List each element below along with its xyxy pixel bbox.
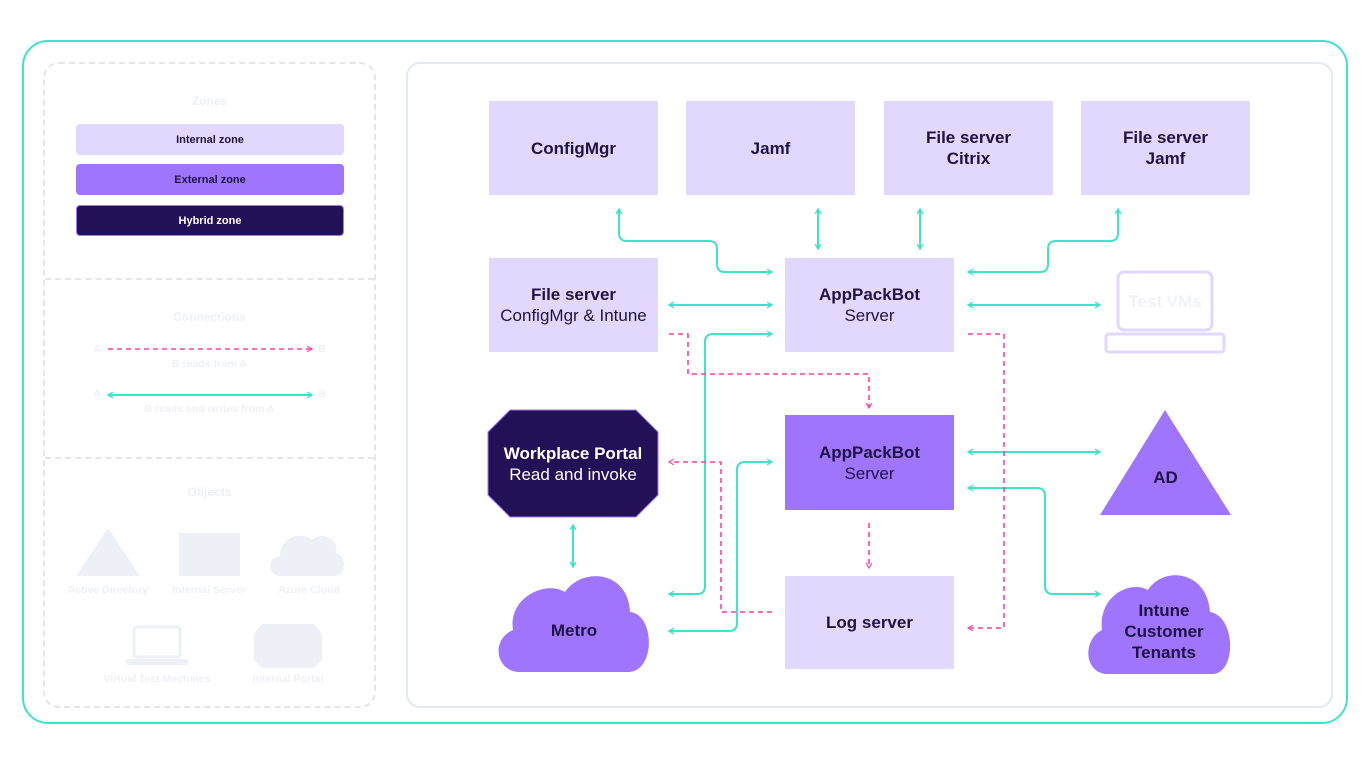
- legend-octagon-shape: [254, 624, 322, 668]
- legend-internal-server-label: Internal Server: [172, 584, 246, 596]
- read-apb-to-log: [966, 333, 1005, 632]
- intune-title: Intune: [1138, 600, 1190, 620]
- jamf-title: Jamf: [750, 138, 791, 158]
- file-server-configmgr-intune-title: File server: [530, 285, 617, 304]
- ad-node: AD: [1100, 455, 1231, 499]
- legend-azure-cloud-label: Azure Cloud: [278, 584, 340, 596]
- apppackbot-internal-node: AppPackBot Server: [785, 258, 954, 352]
- legend-laptop-shape: [132, 625, 182, 659]
- intune-cloud-shape: [1088, 575, 1231, 674]
- log-server-node: Log server: [785, 576, 954, 669]
- legend-active-directory-label: Active Directory: [67, 584, 149, 596]
- readwrite-from-label: A: [93, 388, 101, 400]
- intune-subtitle-1: Customer: [1124, 621, 1204, 641]
- workplace-portal-shape: [487, 409, 659, 518]
- readwrite-connection-caption: B reads and writes from A: [144, 403, 275, 415]
- zones-title: Zones: [191, 94, 228, 108]
- read-connection-caption: B reads from A: [172, 358, 247, 370]
- metro-cloud-shape: [498, 576, 649, 672]
- ad-title: AD: [1153, 467, 1178, 487]
- configmgr-title: ConfigMgr: [531, 138, 616, 158]
- apppackbot-internal-subtitle: Server: [844, 306, 895, 325]
- legend-triangle-shape: [76, 528, 140, 576]
- apppackbot-external-subtitle: Server: [844, 463, 895, 483]
- read-fscm-to-apbext: [669, 333, 873, 410]
- connector-configmgr-apb: [619, 209, 772, 272]
- apppackbot-external-node: AppPackBot Server: [785, 415, 954, 510]
- legend-virtual-test-machines-label: Virtual Test Machines: [103, 673, 211, 685]
- intune-node: Intune Customer Tenants: [1090, 598, 1238, 664]
- apppackbot-internal-title: AppPackBot: [818, 285, 921, 304]
- apppackbot-external-title: AppPackBot: [818, 442, 921, 462]
- workplace-portal-title: Workplace Portal: [503, 443, 643, 463]
- diagram-panel: [406, 62, 1333, 708]
- test-vms-laptop-base: [1104, 332, 1226, 354]
- readwrite-to-label: B: [318, 388, 326, 400]
- file-server-jamf-subtitle: Jamf: [1145, 149, 1186, 168]
- file-server-citrix-title: File server: [925, 128, 1012, 147]
- file-server-jamf-title: File server: [1122, 128, 1209, 147]
- connector-apbext-metro: [669, 462, 772, 631]
- legend-divider: [45, 278, 374, 280]
- connections-title: Connections: [173, 310, 246, 324]
- legend-server-shape: [179, 533, 240, 576]
- file-server-citrix-subtitle: Citrix: [946, 149, 991, 168]
- workplace-portal-subtitle: Read and invoke: [509, 464, 637, 484]
- file-server-configmgr-intune-node: File server ConfigMgr & Intune: [489, 258, 658, 352]
- legend-laptop-base: [126, 659, 188, 665]
- test-vms-laptop-screen: [1116, 270, 1214, 332]
- file-server-jamf-node: File server Jamf: [1081, 101, 1250, 195]
- test-vms-label: Test VMs: [1128, 292, 1202, 311]
- hybrid-zone-swatch: Hybrid zone: [76, 205, 344, 236]
- read-to-label: B: [318, 343, 326, 355]
- configmgr-node: ConfigMgr: [489, 101, 658, 195]
- intune-subtitle-2: Tenants: [1132, 642, 1196, 662]
- ad-triangle-shape: [1100, 410, 1231, 515]
- connector-fsjamf-apb: [968, 209, 1118, 272]
- outer-frame: [22, 40, 1348, 724]
- metro-node: Metro: [498, 612, 650, 648]
- objects-title: Objects: [187, 485, 232, 499]
- legend-divider: [45, 457, 374, 459]
- metro-title: Metro: [550, 620, 598, 640]
- file-server-configmgr-intune-subtitle: ConfigMgr & Intune: [500, 306, 647, 325]
- read-log-to-portal: [667, 458, 772, 613]
- jamf-node: Jamf: [686, 101, 855, 195]
- workplace-portal-node: Workplace Portal Read and invoke: [488, 410, 658, 517]
- legend-cloud-shape: [270, 535, 345, 576]
- log-server-title: Log server: [826, 613, 913, 632]
- legend-panel: [43, 62, 376, 708]
- external-zone-swatch: External zone: [76, 164, 344, 195]
- read-from-label: A: [93, 343, 101, 355]
- file-server-citrix-node: File server Citrix: [884, 101, 1053, 195]
- internal-zone-swatch: Internal zone: [76, 124, 344, 155]
- connector-apbext-intune: [968, 488, 1100, 594]
- legend-internal-portal-label: Internal Portal: [252, 673, 324, 685]
